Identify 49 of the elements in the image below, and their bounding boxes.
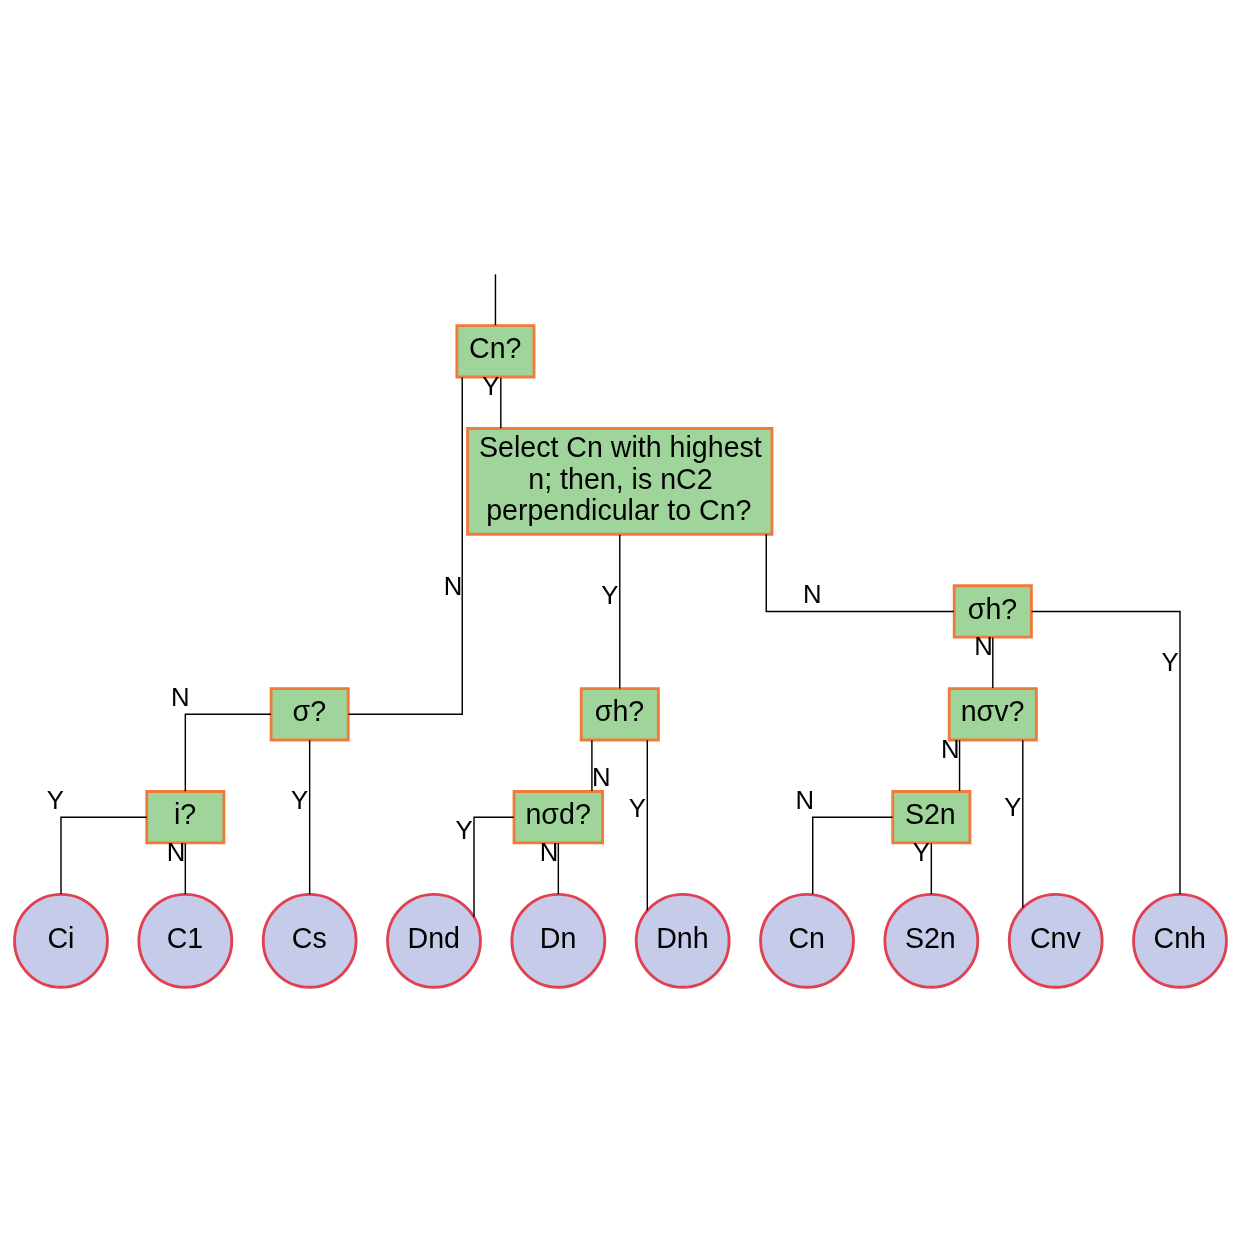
edge-label: N [802,579,822,608]
connector [1030,610,1181,895]
node-circle: Cs [261,892,358,989]
connector [619,533,621,689]
node-circle: S2n [883,892,980,989]
connector [992,636,994,689]
connector [184,842,187,895]
edge-label: N [171,682,190,711]
edge-label: N [591,762,611,791]
edge-label: Y [455,815,473,844]
node-circle: Dnd [386,892,482,989]
edge-label: Y [628,793,646,822]
connector [557,842,560,895]
edge-label: Y [1161,647,1179,676]
node-box: S2n [891,789,972,844]
node-circle: Dn [510,892,607,989]
edge-label: Y [601,580,619,609]
connector [1022,739,1024,909]
node-box: σh? [579,686,660,741]
edge-label: N [443,571,463,600]
node-circle: C1 [137,892,234,989]
node-box: Cn? [455,323,536,378]
connector [765,533,955,612]
node-box: i? [145,789,226,844]
node-circle: Cnh [1132,892,1228,989]
node-circle: Dnh [634,892,731,989]
connector [591,739,593,792]
node-box: nσv? [947,686,1038,741]
node-box: Select Cn with highest n; then, is nC2 perpendicular to Cn? [466,426,774,536]
node-circle: Ci [13,892,109,989]
node-circle: Cnv [1007,892,1104,989]
connector [494,273,497,326]
edge-label: Y [46,785,64,814]
node-box: σ? [269,686,350,741]
edge-label: Y [1004,792,1022,821]
node-circle: Cn [759,892,855,989]
connector [60,816,148,895]
connector [930,842,933,895]
connector [958,739,961,792]
node-box: nσd? [512,789,605,844]
connector [646,739,648,911]
connector [500,376,502,429]
edge-label: Y [291,785,309,814]
connector [473,816,515,918]
connector [308,739,311,895]
connector [184,713,272,792]
connector [347,376,463,715]
connector [812,816,894,895]
edge-label: N [795,785,815,814]
